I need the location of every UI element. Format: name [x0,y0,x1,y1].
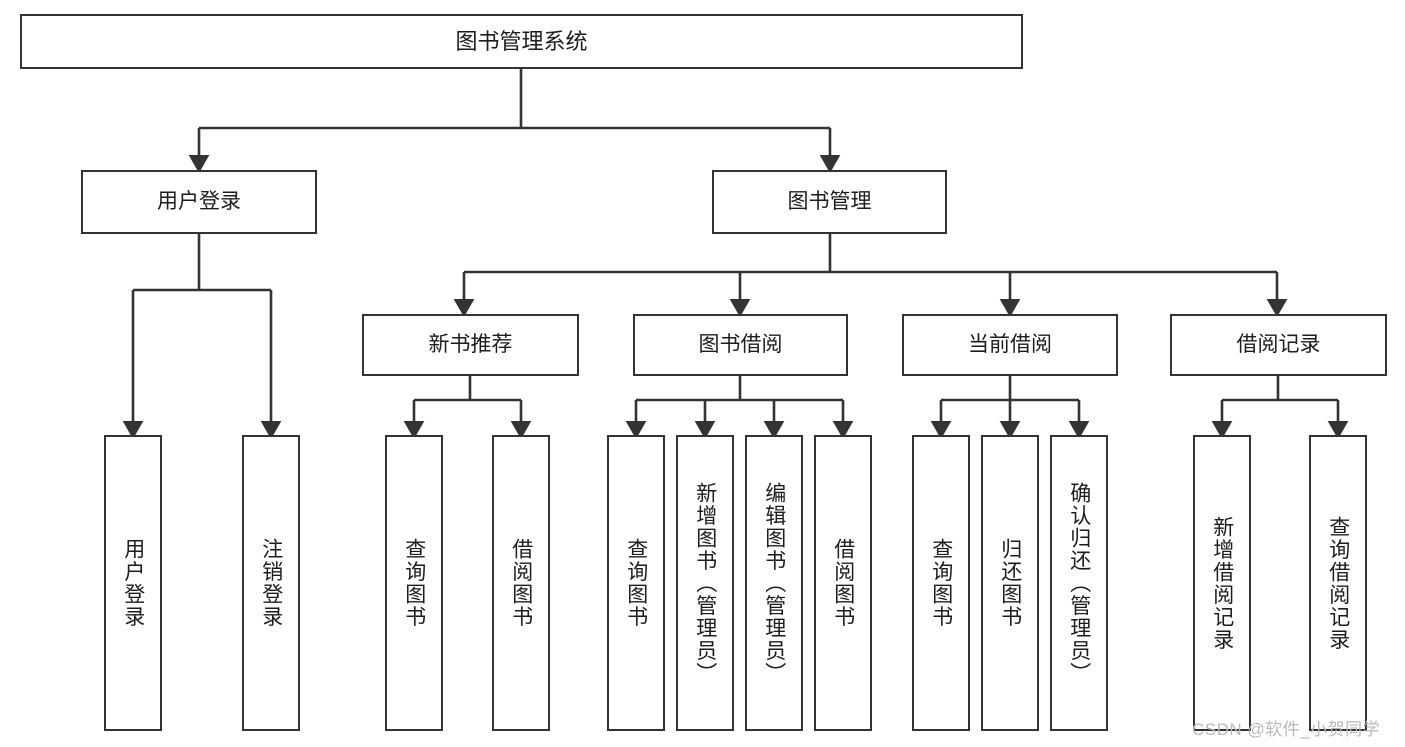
node-leaf-query-book-1[interactable]: 查询图书 [385,435,443,731]
node-leaf-query-book-2-label: 查询图书 [624,538,648,628]
node-user-login[interactable]: 用户登录 [81,170,317,234]
node-current-borrow-label: 当前借阅 [968,332,1052,356]
node-book-borrow-label: 图书借阅 [698,332,783,356]
node-leaf-edit-book[interactable]: 编辑图书（管理员） [745,435,803,731]
node-leaf-user-logout[interactable]: 注销登录 [242,435,300,731]
node-leaf-borrow-book-1[interactable]: 借阅图书 [492,435,550,731]
node-borrow-record-label: 借阅记录 [1236,332,1321,356]
node-book-manage-label: 图书管理 [787,189,872,213]
node-leaf-confirm-return[interactable]: 确认归还（管理员） [1050,435,1108,731]
node-book-borrow[interactable]: 图书借阅 [633,314,848,376]
node-leaf-borrow-book-2-label: 借阅图书 [831,538,855,628]
node-leaf-query-book-2[interactable]: 查询图书 [607,435,665,731]
node-book-manage[interactable]: 图书管理 [712,170,947,234]
node-leaf-query-book-1-label: 查询图书 [402,538,426,628]
node-root-label: 图书管理系统 [455,28,588,54]
node-new-book-recommend[interactable]: 新书推荐 [362,314,579,376]
node-leaf-user-login[interactable]: 用户登录 [104,435,162,731]
node-user-login-label: 用户登录 [157,189,241,213]
node-leaf-query-book-3[interactable]: 查询图书 [912,435,970,731]
node-leaf-confirm-return-label: 确认归还（管理员） [1067,481,1091,685]
node-leaf-query-record-label: 查询借阅记录 [1326,515,1350,651]
node-leaf-user-login-label: 用户登录 [121,538,145,628]
node-leaf-add-record-label: 新增借阅记录 [1210,515,1234,651]
node-leaf-return-book[interactable]: 归还图书 [981,435,1039,731]
node-current-borrow[interactable]: 当前借阅 [902,314,1118,376]
node-leaf-query-record[interactable]: 查询借阅记录 [1309,435,1367,731]
node-leaf-query-book-3-label: 查询图书 [929,538,953,628]
node-root[interactable]: 图书管理系统 [20,14,1023,69]
node-leaf-add-book[interactable]: 新增图书（管理员） [676,435,734,731]
watermark: CSDN @软件_小贺同学 [1192,720,1381,739]
node-leaf-edit-book-label: 编辑图书（管理员） [762,481,786,685]
node-leaf-borrow-book-1-label: 借阅图书 [509,538,533,628]
node-new-book-recommend-label: 新书推荐 [428,332,513,356]
node-leaf-borrow-book-2[interactable]: 借阅图书 [814,435,872,731]
node-leaf-add-record[interactable]: 新增借阅记录 [1193,435,1251,731]
node-leaf-add-book-label: 新增图书（管理员） [693,481,717,685]
node-leaf-user-logout-label: 注销登录 [259,538,283,628]
node-leaf-return-book-label: 归还图书 [998,538,1022,628]
node-borrow-record[interactable]: 借阅记录 [1170,314,1387,376]
